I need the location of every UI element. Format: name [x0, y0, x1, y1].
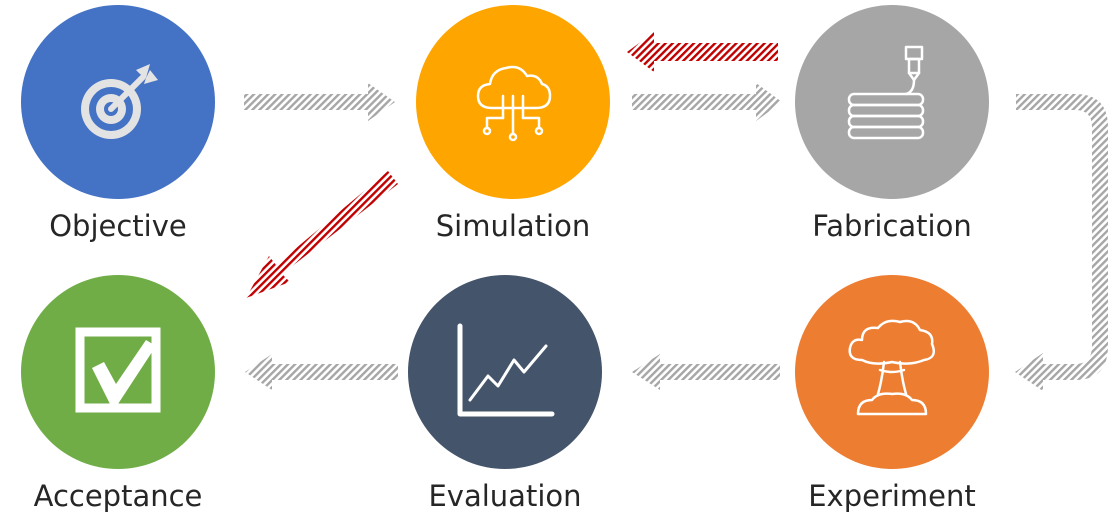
node-acceptance: Acceptance [21, 275, 215, 513]
arrow-fabrication-to-experiment [1015, 94, 1108, 391]
arrow-evaluation-to-acceptance [245, 354, 398, 390]
arrow-objective-to-simulation [244, 83, 395, 121]
checkbox-checked-icon [75, 327, 161, 413]
3d-printer-nozzle-icon [847, 45, 925, 140]
arrow-fabrication-to-simulation [627, 32, 778, 72]
target-arrow-icon [81, 64, 158, 139]
evaluation-label: Evaluation [428, 479, 581, 513]
fabrication-label: Fabrication [812, 209, 971, 243]
cloud-network-icon [476, 65, 552, 142]
simulation-label: Simulation [436, 209, 590, 243]
node-evaluation: Evaluation [408, 275, 602, 513]
node-objective: Objective [21, 5, 215, 243]
line-graph-icon [457, 323, 555, 417]
fabrication-circle [795, 5, 989, 199]
objective-label: Objective [49, 209, 187, 243]
node-simulation: Simulation [416, 5, 610, 243]
explosion-icon [848, 319, 935, 416]
node-experiment: Experiment [795, 275, 989, 513]
acceptance-label: Acceptance [34, 479, 203, 513]
acceptance-circle [21, 275, 215, 469]
experiment-label: Experiment [808, 479, 976, 513]
arrow-simulation-to-acceptance [246, 171, 398, 298]
arrow-simulation-to-fabrication [632, 83, 782, 121]
arrow-experiment-to-evaluation [632, 354, 780, 390]
node-fabrication: Fabrication [795, 5, 989, 243]
